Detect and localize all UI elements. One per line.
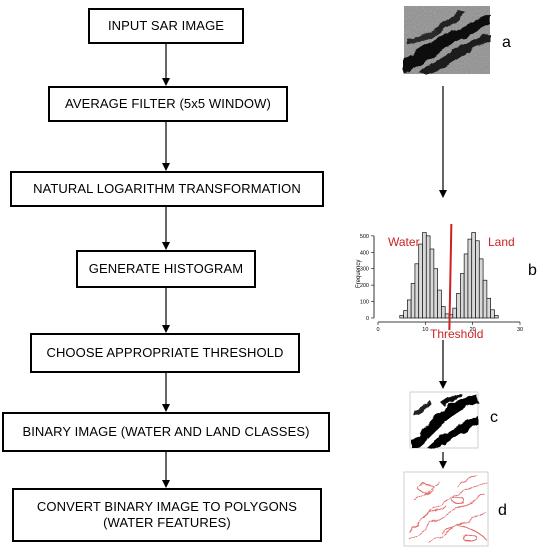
histogram-bar	[456, 293, 461, 319]
histogram-bar	[444, 313, 450, 319]
histogram-bar	[422, 232, 427, 319]
panel-label-b: b	[528, 262, 537, 279]
histogram-bar	[478, 258, 484, 319]
step-generate-histogram: GENERATE HISTOGRAM	[76, 250, 256, 288]
histogram-bar	[437, 289, 442, 319]
histogram-bar	[406, 299, 412, 319]
histogram-bar	[463, 253, 469, 319]
histogram-bar	[414, 263, 420, 319]
histogram-bar	[433, 268, 438, 319]
histogram-bar	[471, 232, 476, 319]
histogram-bar	[399, 315, 404, 319]
x-tick-label: 0	[376, 327, 379, 333]
histogram-bar	[418, 243, 423, 319]
step-label: AVERAGE FILTER (5x5 WINDOW)	[65, 96, 271, 111]
histogram-bar	[486, 297, 492, 319]
histogram-panel: 0 100 200 300 400 500 0 10 20 30 Water Land Thres…	[350, 222, 530, 341]
x-tick-label: 10	[422, 327, 428, 333]
histogram-bar	[475, 240, 480, 319]
histogram-bar	[482, 279, 488, 319]
histogram-bar	[460, 273, 465, 319]
step-label: INPUT SAR IMAGE	[107, 18, 225, 33]
threshold-label: Threshold	[430, 327, 483, 341]
y-tick-label: 400	[360, 250, 369, 256]
histogram-bar	[403, 310, 408, 319]
histogram-bar	[494, 315, 499, 319]
x-tick-label: 30	[517, 327, 523, 333]
step-label: CONVERT BINARY IMAGE TO POLYGONS	[36, 499, 298, 514]
panel-label-a: a	[502, 34, 511, 51]
sar-image-thumbnail	[404, 6, 490, 74]
step-log-transform: NATURAL LOGARITHM TRANSFORMATION	[10, 171, 324, 207]
y-tick-label: 200	[360, 283, 369, 289]
histogram-bar	[467, 238, 473, 319]
step-label: BINARY IMAGE (WATER AND LAND CLASSES)	[22, 424, 310, 439]
histogram-bar	[429, 248, 435, 319]
land-label: Land	[488, 235, 515, 249]
step-convert-to-polygons: CONVERT BINARY IMAGE TO POLYGONS (WATER …	[12, 488, 322, 542]
y-tick-label: 100	[360, 300, 369, 306]
step-choose-threshold: CHOOSE APPROPRIATE THRESHOLD	[30, 333, 300, 373]
x-tick-label: 20	[470, 327, 476, 333]
step-average-filter: AVERAGE FILTER (5x5 WINDOW)	[48, 86, 288, 122]
step-binary-image: BINARY IMAGE (WATER AND LAND CLASSES)	[2, 412, 330, 452]
y-tick-label: 0	[366, 316, 369, 322]
y-tick-label: 300	[360, 267, 369, 273]
panel-label-d: d	[498, 502, 507, 519]
histogram-bar	[441, 306, 446, 319]
panel-label-c: c	[490, 409, 498, 426]
histogram-bar	[452, 307, 457, 319]
histogram-bar	[425, 235, 431, 319]
y-tick-label: 500	[360, 234, 369, 240]
step-label: NATURAL LOGARITHM TRANSFORMATION	[33, 181, 301, 196]
step-input-sar-image: INPUT SAR IMAGE	[88, 8, 244, 44]
polygons-thumbnail	[403, 471, 489, 547]
step-label-secondary: (WATER FEATURES)	[103, 515, 231, 530]
histogram-bar	[490, 309, 495, 319]
step-label: CHOOSE APPROPRIATE THRESHOLD	[46, 345, 284, 360]
water-label: Water	[388, 235, 420, 249]
histogram-ticks: 0 100 200 300 400 500 0 10 20 30	[360, 234, 523, 333]
threshold-line	[448, 223, 453, 331]
histogram-bar	[410, 283, 416, 319]
histogram-ylabel: Frequency	[356, 260, 362, 288]
binary-image-thumbnail	[409, 391, 479, 449]
histogram-bars	[399, 232, 499, 319]
step-label: GENERATE HISTOGRAM	[88, 261, 244, 276]
